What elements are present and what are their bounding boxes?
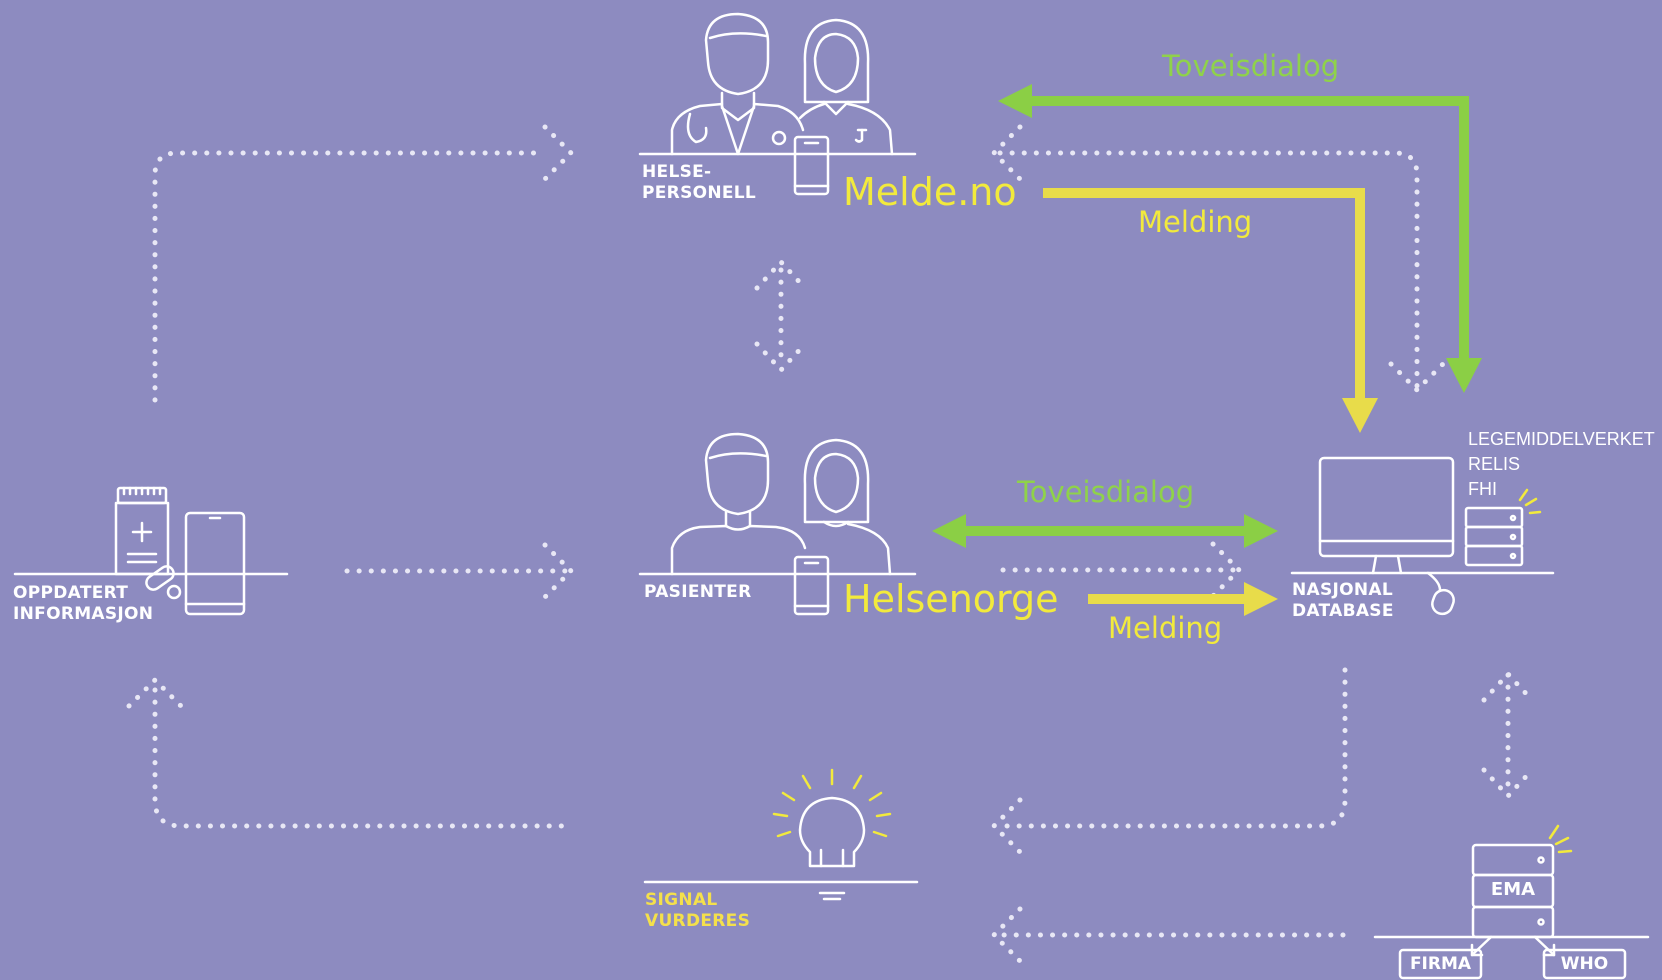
- green-arrowhead-mid-left: [932, 514, 966, 548]
- dotted-path-database-to-signal: [997, 667, 1348, 829]
- dotted-arrowhead-up-left: [126, 676, 184, 709]
- yellow-arrowhead-mid-right: [1244, 582, 1278, 616]
- mid-toveisdialog-label: Toveisdialog: [1017, 475, 1195, 509]
- pasienter-label: PASIENTER: [644, 582, 752, 602]
- dotted-path-oppdatert-to-helsepersonell: [152, 150, 548, 403]
- dotted-arrowhead-left-signal: [990, 797, 1023, 855]
- health-personnel-icon: [638, 12, 917, 196]
- green-arrowhead-down: [1446, 358, 1482, 393]
- yellow-arrowhead-down: [1342, 398, 1378, 433]
- lightbulb-icon: [643, 796, 919, 901]
- melde-no-label: Melde.no: [843, 170, 1017, 214]
- helsenorge-label: Helsenorge: [843, 577, 1059, 621]
- nasjonal-database-label: NASJONAL DATABASE: [1292, 580, 1394, 621]
- dotted-arrowhead-right-top: [542, 124, 575, 182]
- dotted-arrowhead-left-top: [990, 124, 1023, 182]
- oppdatert-informasjon-label: OPPDATERT INFORMASJON: [13, 583, 154, 624]
- signal-vurderes-label: SIGNAL VURDERES: [645, 890, 751, 931]
- green-arrow-top: [998, 84, 1482, 393]
- patients-icon: [638, 432, 917, 616]
- mid-melding-label: Melding: [1108, 611, 1223, 645]
- dotted-arrowhead-down-ema: [1481, 767, 1535, 800]
- yellow-arrow-top: [1043, 188, 1378, 433]
- firma-label: FIRMA: [1409, 954, 1472, 974]
- dotted-arrowhead-right-mid: [542, 542, 575, 600]
- yellow-arrow-mid: [1088, 582, 1278, 616]
- ema-server-icon: [1373, 843, 1650, 980]
- spark-rays: [772, 488, 1573, 854]
- who-label: WHO: [1560, 954, 1609, 974]
- dotted-arrowhead-left-ema: [990, 906, 1023, 964]
- dotted-flow-lines: [152, 150, 1511, 938]
- dotted-path-helse-to-database: [997, 150, 1420, 393]
- top-toveisdialog-label: Toveisdialog: [1162, 49, 1340, 83]
- ema-label: EMA: [1490, 879, 1536, 900]
- helsepersonell-label: HELSE- PERSONELL: [642, 162, 757, 203]
- green-arrowhead-left: [998, 84, 1032, 118]
- dotted-arrowhead-down-database: [1388, 361, 1446, 394]
- green-arrowhead-mid-right: [1244, 514, 1278, 548]
- source-agencies-list: LEGEMIDDELVERKET RELIS FHI: [1468, 429, 1655, 499]
- dotted-arrowhead-up-mid: [754, 258, 808, 291]
- dotted-path-signal-to-oppdatert: [152, 687, 568, 829]
- medicine-tablet-icon: [13, 486, 289, 616]
- top-melding-label: Melding: [1138, 205, 1253, 239]
- database-computer-icon: [1290, 456, 1555, 616]
- green-arrow-mid: [932, 514, 1278, 548]
- dotted-arrowheads: [126, 124, 1535, 964]
- dotted-arrowhead-down-mid: [754, 341, 808, 374]
- dotted-arrowhead-up-ema: [1481, 670, 1535, 703]
- dotted-arrowhead-right-database: [1210, 541, 1243, 599]
